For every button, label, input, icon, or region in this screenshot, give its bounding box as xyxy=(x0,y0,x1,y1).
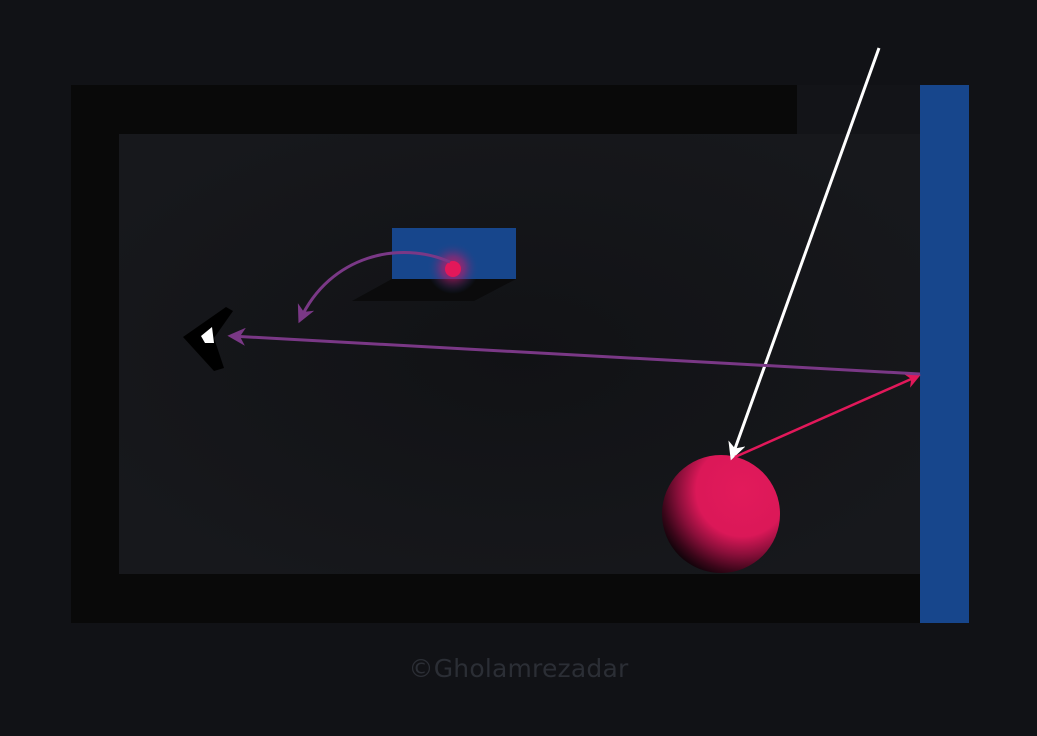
credit-text: ©Gholamrezadar xyxy=(408,654,629,683)
incoming-light-ray xyxy=(728,47,881,461)
red-sphere xyxy=(662,455,780,573)
projection-arrow xyxy=(297,251,451,324)
bounce-ray xyxy=(734,373,921,459)
eye-icon xyxy=(183,307,233,371)
blue-wall-panel xyxy=(920,85,969,623)
image-dot xyxy=(445,261,461,277)
room-floor-top-right xyxy=(797,85,920,134)
reflected-ray xyxy=(227,327,921,376)
room-floor xyxy=(119,134,920,574)
panel-shadow xyxy=(352,279,516,301)
